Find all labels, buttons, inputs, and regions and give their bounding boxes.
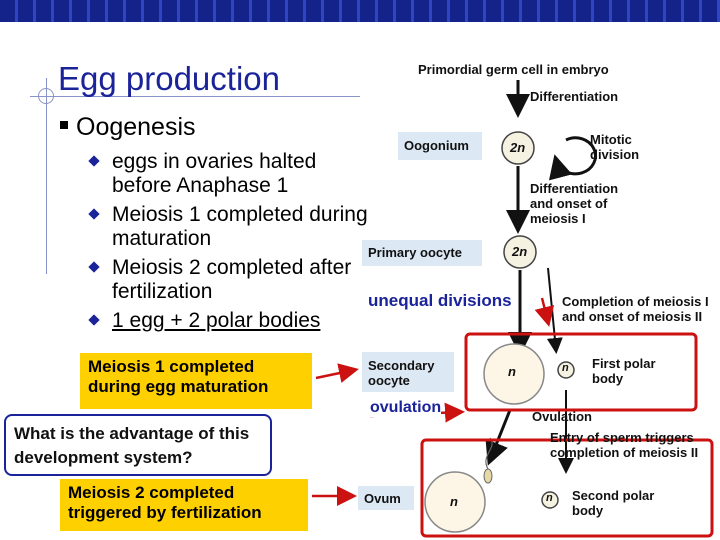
meiosis-1-callout: Meiosis 1 completed during egg maturatio… — [80, 353, 312, 409]
first-polar-label: First polar body — [592, 356, 656, 386]
primary-ploidy: 2n — [512, 244, 528, 259]
sperm-entry-label: Entry of sperm triggers completion of me… — [550, 430, 699, 460]
ovulation-diagram-label: Ovulation — [532, 409, 592, 424]
slide-subtitle: Oogenesis — [60, 113, 196, 142]
primordial-label: Primordial germ cell in embryo — [418, 62, 609, 77]
secondary-oocyte-cell — [483, 343, 545, 405]
primary-oocyte-cell — [503, 235, 537, 269]
mitotic-label: Mitotic division — [590, 132, 640, 162]
arrow-4 — [546, 267, 563, 354]
sperm-icon — [483, 468, 493, 484]
top-banner — [0, 0, 720, 22]
oogonium-ploidy: 2n — [510, 140, 526, 155]
mitotic-arrow-icon — [549, 136, 597, 181]
question-box: What is the advantage of this developmen… — [4, 414, 272, 476]
ovum-cell — [424, 471, 486, 533]
second-polar-body — [541, 491, 559, 509]
unequal-divisions-label: unequal divisions — [368, 291, 512, 311]
oogonium-label: Oogonium — [398, 132, 482, 160]
completion-1-label: Completion of meiosis I and onset of mei… — [562, 294, 709, 324]
ovum-ploidy: n — [450, 494, 458, 509]
bullet-text: eggs in ovaries halted before Anaphase 1 — [112, 150, 317, 197]
second-polar-label: Second polar body — [572, 488, 655, 518]
bullet-text: 1 egg + 2 polar bodies — [112, 309, 321, 332]
crosshair-mark — [38, 88, 54, 104]
meiosis-1-red-box — [464, 332, 698, 412]
second-polar-ploidy: n — [546, 492, 553, 504]
ovum-label: Ovum — [358, 486, 414, 510]
bullet-text: Meiosis 1 completed during maturation — [112, 203, 368, 250]
square-bullet-icon — [60, 121, 68, 129]
slide-title: Egg production — [58, 60, 280, 97]
ovulation-callout-label: ovulation — [370, 399, 442, 417]
secondary-ploidy: n — [508, 364, 516, 379]
first-polar-ploidy: n — [562, 362, 569, 374]
meiosis-2-red-box — [420, 438, 714, 538]
bullet-list: eggs in ovaries halted before Anaphase 1… — [86, 150, 376, 338]
side-rule — [46, 78, 47, 274]
differentiation-label: Differentiation — [530, 89, 619, 104]
meiosis-2-callout: Meiosis 2 completed triggered by fertili… — [60, 479, 308, 531]
bullet-item: eggs in ovaries halted before Anaphase 1 — [86, 150, 376, 198]
title-rule — [30, 96, 360, 97]
secondary-oocyte-label: Secondary oocyte — [362, 352, 454, 392]
bullet-item: Meiosis 2 completed after fertilization — [86, 256, 376, 304]
diff-onset-label: Differentiation and onset of meiosis I — [530, 181, 619, 226]
bullet-item: 1 egg + 2 polar bodies — [86, 309, 376, 333]
arrow-5 — [485, 409, 512, 466]
unequal-arrow — [534, 297, 555, 327]
bullet-item: Meiosis 1 completed during maturation — [86, 203, 376, 251]
oogonium-cell — [501, 131, 535, 165]
first-polar-body — [557, 361, 575, 379]
primary-oocyte-label: Primary oocyte — [362, 240, 482, 266]
callout-1-arrow — [315, 363, 359, 383]
bullet-text: Meiosis 2 completed after fertilization — [112, 256, 352, 303]
subtitle-text: Oogenesis — [76, 113, 196, 141]
